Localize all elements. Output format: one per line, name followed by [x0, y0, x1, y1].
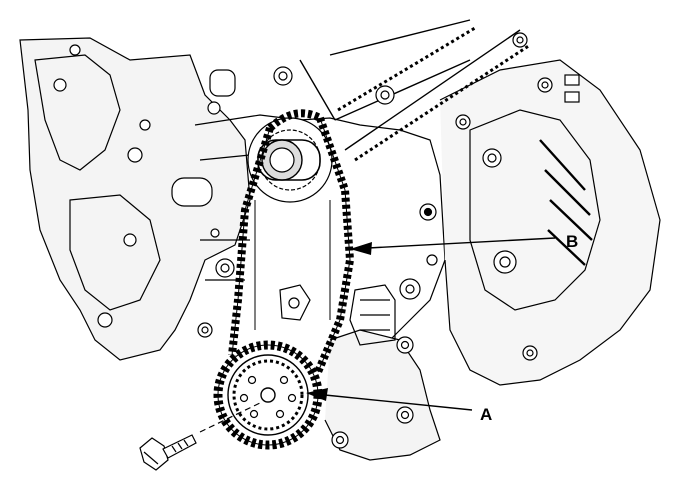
callout-label-b: B: [566, 232, 578, 251]
callout-arrow-a: [306, 388, 473, 411]
oil-pump-sprocket: [213, 340, 323, 450]
engine-block: [19, 19, 661, 461]
bolt-icon: [139, 401, 263, 471]
callout-label-a: A: [480, 405, 492, 424]
oil-pump-chain: [228, 109, 355, 374]
callout-arrow-b: [350, 237, 556, 255]
chain-guide: [279, 284, 311, 321]
